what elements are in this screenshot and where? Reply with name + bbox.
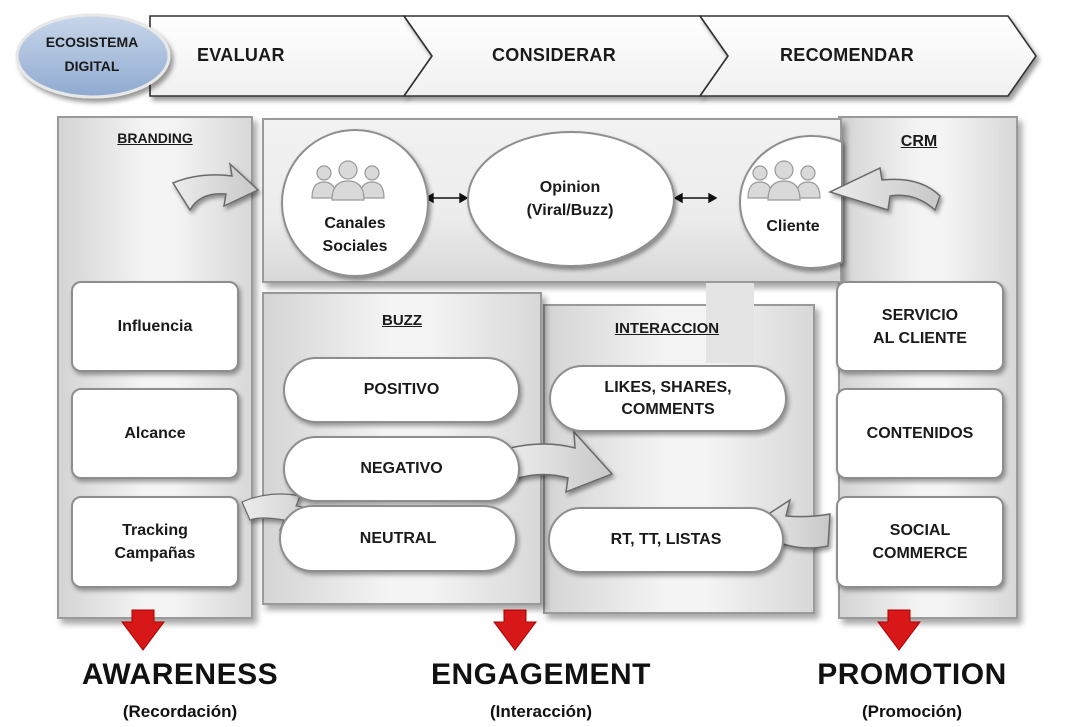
servicio-line-2: AL CLIENTE [873,329,967,347]
people-icon [311,160,385,201]
likes-line-1: LIKES, SHARES, [604,378,732,396]
branding-item-alcance: Alcance [71,388,239,479]
ecosystem-line-1: ECOSISTEMA [45,34,139,50]
double-arrow-right [673,192,718,204]
canales-label: Canales Sociales [300,212,410,258]
outcome-promotion-title: PROMOTION [817,658,1007,691]
curved-arrow-negativo [509,429,614,494]
canales-line-1: Canales [324,215,386,232]
opinion-line-1: Opinion [539,179,601,196]
buzz-item-neutral: NEUTRAL [279,505,517,572]
social-line-2: COMMERCE [872,545,968,562]
branding-item-influencia: Influencia [71,281,239,372]
interaccion-item-rt: RT, TT, LISTAS [548,507,784,573]
tracking-line-1: Tracking [122,522,188,539]
curved-arrow-crm [827,166,941,212]
double-arrow-left [424,192,469,204]
crm-item-servicio: SERVICIO AL CLIENTE [836,281,1004,372]
buzz-item-positivo: POSITIVO [283,357,520,423]
opinion-ellipse [467,131,675,267]
outcome-awareness-title: AWARENESS [81,658,279,691]
branding-item-tracking: Tracking Campañas [71,496,239,588]
buzz-title: BUZZ [382,312,422,329]
chevron-recomendar [698,15,1037,97]
ecosystem-line-2: DIGITAL [64,58,120,74]
down-arrow-promotion [877,609,921,651]
people-icon [747,160,821,201]
canales-circle [281,129,429,277]
opinion-label: Opinion (Viral/Buzz) [490,176,650,222]
social-line-1: SOCIAL [889,522,951,539]
ecosystem-label: ECOSISTEMA DIGITAL [22,30,162,78]
likes-line-2: COMMENTS [621,400,715,418]
step-considerar: CONSIDERAR [492,45,617,65]
outcome-engagement-subtitle: (Interacción) [489,702,593,721]
interaccion-item-likes: LIKES, SHARES, COMMENTS [549,365,787,432]
process-chevrons [149,15,1037,97]
outcome-engagement-title: ENGAGEMENT [430,658,651,691]
step-evaluar: EVALUAR [197,45,285,65]
outcome-promotion-subtitle: (Promoción) [861,702,963,721]
down-arrow-engagement [493,609,537,651]
opinion-line-2: (Viral/Buzz) [526,202,614,219]
buzz-item-negativo: NEGATIVO [283,436,520,502]
ecosystem-ellipse [15,13,171,99]
down-arrow-awareness [121,609,165,651]
curved-arrow-branding [171,161,260,212]
servicio-line-1: SERVICIO [881,306,959,324]
outcome-awareness-subtitle: (Recordación) [122,702,238,721]
branding-title: BRANDING [117,130,193,146]
canales-line-2: Sociales [322,238,388,255]
connector-block [706,283,754,363]
crm-item-social: SOCIAL COMMERCE [836,496,1004,588]
cliente-circle [739,135,843,269]
tracking-line-2: Campañas [114,545,196,562]
crm-title: CRM [900,133,938,150]
cliente-label: Cliente [766,218,820,235]
step-recomendar: RECOMENDAR [780,45,915,65]
interaccion-title: INTERACCION [614,320,720,337]
crm-item-contenidos: CONTENIDOS [836,388,1004,479]
